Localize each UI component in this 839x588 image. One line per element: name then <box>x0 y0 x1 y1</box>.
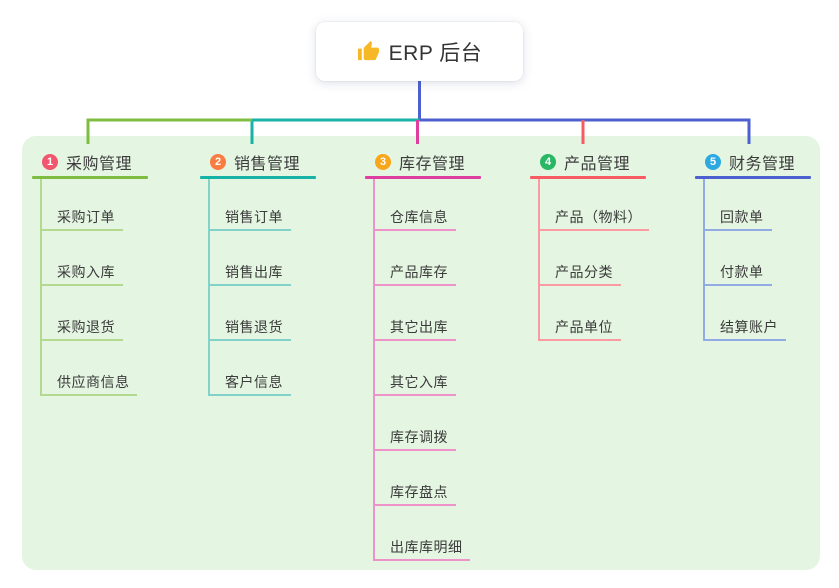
child-node[interactable]: 产品单位 <box>555 319 613 335</box>
branch-label: 库存管理 <box>399 156 466 173</box>
child-underline <box>373 449 456 451</box>
branch-badge: 5 <box>705 154 721 170</box>
root-node[interactable]: ERP 后台 <box>316 22 523 81</box>
branch-underline <box>32 176 148 179</box>
branch-child-spine <box>538 179 540 341</box>
child-underline <box>40 394 137 396</box>
child-underline <box>208 284 291 286</box>
branch-child-spine <box>208 179 210 396</box>
branch-underline <box>695 176 811 179</box>
child-node[interactable]: 付款单 <box>720 264 764 280</box>
branch-node-4[interactable]: 4 产品管理 <box>540 150 630 174</box>
branch-label: 销售管理 <box>234 156 301 173</box>
child-node[interactable]: 采购入库 <box>57 264 115 280</box>
thumbs-up-icon <box>357 40 379 61</box>
child-node[interactable]: 采购订单 <box>57 209 115 225</box>
child-underline <box>703 284 772 286</box>
child-underline <box>538 229 649 231</box>
branch-label: 财务管理 <box>729 156 796 173</box>
branches-panel <box>22 136 820 570</box>
branch-child-spine <box>703 179 705 341</box>
child-node[interactable]: 客户信息 <box>225 374 283 390</box>
child-underline <box>40 284 123 286</box>
branch-underline <box>530 176 646 179</box>
branch-label: 产品管理 <box>564 156 631 173</box>
child-node[interactable]: 其它出库 <box>390 319 448 335</box>
child-underline <box>40 339 123 341</box>
child-underline <box>208 394 291 396</box>
branch-node-1[interactable]: 1 采购管理 <box>42 150 132 174</box>
child-node[interactable]: 供应商信息 <box>57 374 130 390</box>
child-node[interactable]: 销售出库 <box>225 264 283 280</box>
child-underline <box>703 229 772 231</box>
child-node[interactable]: 销售订单 <box>225 209 283 225</box>
branch-underline <box>365 176 481 179</box>
child-underline <box>538 339 621 341</box>
branch-node-3[interactable]: 3 库存管理 <box>375 150 465 174</box>
branch-child-spine <box>373 179 375 561</box>
child-underline <box>538 284 621 286</box>
child-node[interactable]: 库存盘点 <box>390 484 448 500</box>
child-node[interactable]: 产品（物料） <box>555 209 642 225</box>
child-underline <box>703 339 786 341</box>
child-underline <box>208 229 291 231</box>
child-node[interactable]: 产品库存 <box>390 264 448 280</box>
child-node[interactable]: 销售退货 <box>225 319 283 335</box>
branch-node-2[interactable]: 2 销售管理 <box>210 150 300 174</box>
branch-badge: 3 <box>375 154 391 170</box>
child-underline <box>373 339 456 341</box>
branch-underline <box>200 176 316 179</box>
child-node[interactable]: 采购退货 <box>57 319 115 335</box>
child-node[interactable]: 仓库信息 <box>390 209 448 225</box>
child-node[interactable]: 结算账户 <box>720 319 778 335</box>
child-underline <box>373 284 456 286</box>
child-underline <box>373 229 456 231</box>
child-underline <box>208 339 291 341</box>
child-underline <box>40 229 123 231</box>
child-node[interactable]: 产品分类 <box>555 264 613 280</box>
child-underline <box>373 394 456 396</box>
branch-child-spine <box>40 179 42 396</box>
branch-node-5[interactable]: 5 财务管理 <box>705 150 795 174</box>
root-node-label: ERP 后台 <box>388 41 483 65</box>
child-node[interactable]: 出库库明细 <box>390 539 463 555</box>
child-node[interactable]: 库存调拨 <box>390 429 448 445</box>
branch-badge: 2 <box>210 154 226 170</box>
branch-badge: 4 <box>540 154 556 170</box>
child-node[interactable]: 其它入库 <box>390 374 448 390</box>
child-underline <box>373 559 470 561</box>
child-node[interactable]: 回款单 <box>720 209 764 225</box>
child-underline <box>373 504 456 506</box>
branch-label: 采购管理 <box>66 156 133 173</box>
branch-badge: 1 <box>42 154 58 170</box>
